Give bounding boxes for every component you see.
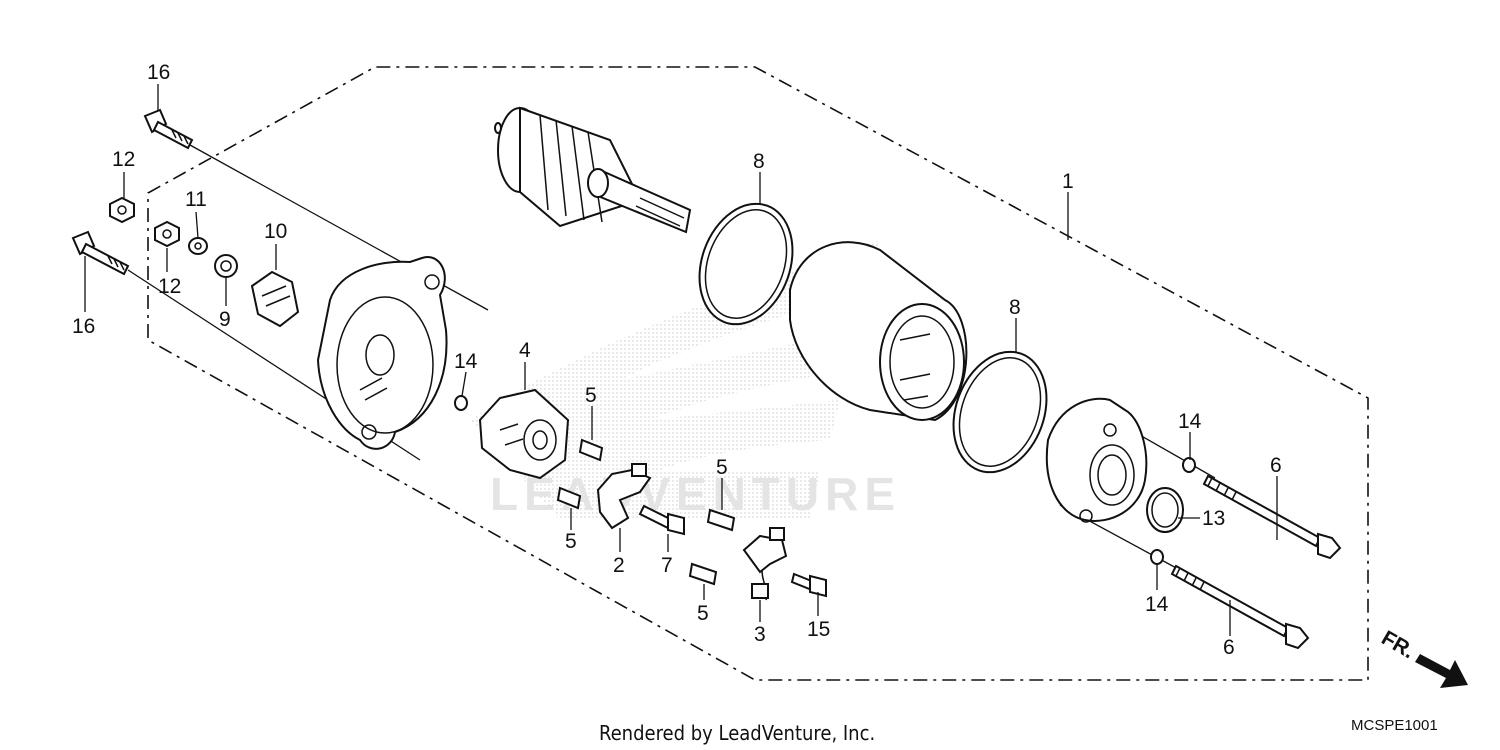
yoke-housing (789, 241, 968, 422)
callout-11: 11 (185, 188, 207, 211)
callout-13: 13 (1202, 507, 1225, 530)
callout-10: 10 (264, 220, 287, 243)
callout-4: 4 (519, 339, 531, 362)
rear-cover (316, 256, 448, 450)
callout-14-left: 14 (454, 350, 478, 373)
callouts: 16 12 11 10 12 9 16 14 4 5 5 2 7 5 5 3 1… (72, 61, 1282, 659)
assembly-boundary (147, 66, 1369, 681)
rendered-by-credit: Rendered by LeadVenture, Inc. (599, 721, 875, 745)
nut-12-lower (154, 220, 180, 248)
callout-14-upper-right: 14 (1178, 410, 1202, 433)
callout-2: 2 (613, 554, 625, 577)
bolt-16-lower (71, 230, 130, 276)
grommet-9 (214, 254, 238, 278)
callout-leaders (84, 84, 1278, 636)
watermark-text: LEADVENTURE (490, 468, 901, 520)
callout-16-lower: 16 (72, 315, 95, 338)
brush-3 (742, 527, 788, 601)
long-bolt-6-lower (1170, 564, 1310, 650)
callout-5-c: 5 (716, 456, 728, 479)
callout-5-d: 5 (697, 602, 709, 625)
terminal-bolt-7 (638, 504, 685, 536)
callout-5-a: 5 (585, 384, 597, 407)
callout-8-upper: 8 (753, 150, 765, 173)
spring-5-d (688, 562, 718, 586)
callout-7: 7 (661, 554, 673, 577)
callout-12-upper: 12 (112, 148, 135, 171)
callout-6-lower: 6 (1223, 636, 1235, 659)
terminal-10 (250, 270, 300, 328)
bolt-15 (790, 572, 827, 598)
o-ring-14-left (454, 395, 468, 411)
callout-15: 15 (807, 618, 830, 641)
spring-5-a (578, 438, 604, 462)
callout-12-lower: 12 (158, 275, 181, 298)
front-cover (1045, 397, 1148, 523)
armature (494, 106, 692, 234)
brush-holder-4 (478, 388, 570, 480)
o-ring-8-upper (698, 202, 794, 326)
callout-16-upper: 16 (147, 61, 170, 84)
callout-1: 1 (1062, 170, 1074, 193)
bolt-16-upper (143, 108, 194, 150)
direction-label: FR. (1378, 626, 1419, 663)
o-ring-14-lower-right (1150, 549, 1164, 565)
callout-8-lower: 8 (1009, 296, 1021, 319)
watermark-wing (470, 240, 880, 520)
o-ring-13 (1146, 487, 1184, 533)
callout-14-lower-right: 14 (1145, 593, 1169, 616)
washer-11 (188, 237, 208, 255)
front-direction-indicator: FR. (1378, 626, 1468, 688)
spring-5-c (706, 508, 736, 532)
brush-2 (596, 463, 652, 530)
long-bolt-6-upper (1202, 474, 1342, 560)
o-ring-8-lower (952, 350, 1048, 474)
o-ring-14-upper-right (1182, 457, 1196, 473)
callout-9: 9 (219, 308, 231, 331)
callout-6-upper: 6 (1270, 454, 1282, 477)
watermark: LEADVENTURE (470, 240, 901, 520)
callout-3: 3 (754, 623, 766, 646)
nut-12-upper (109, 196, 135, 224)
spring-5-b (556, 486, 582, 510)
callout-5-b: 5 (565, 530, 577, 553)
front-arrow-icon (1415, 654, 1468, 688)
diagram-code: MCSPE1001 (1351, 717, 1438, 734)
